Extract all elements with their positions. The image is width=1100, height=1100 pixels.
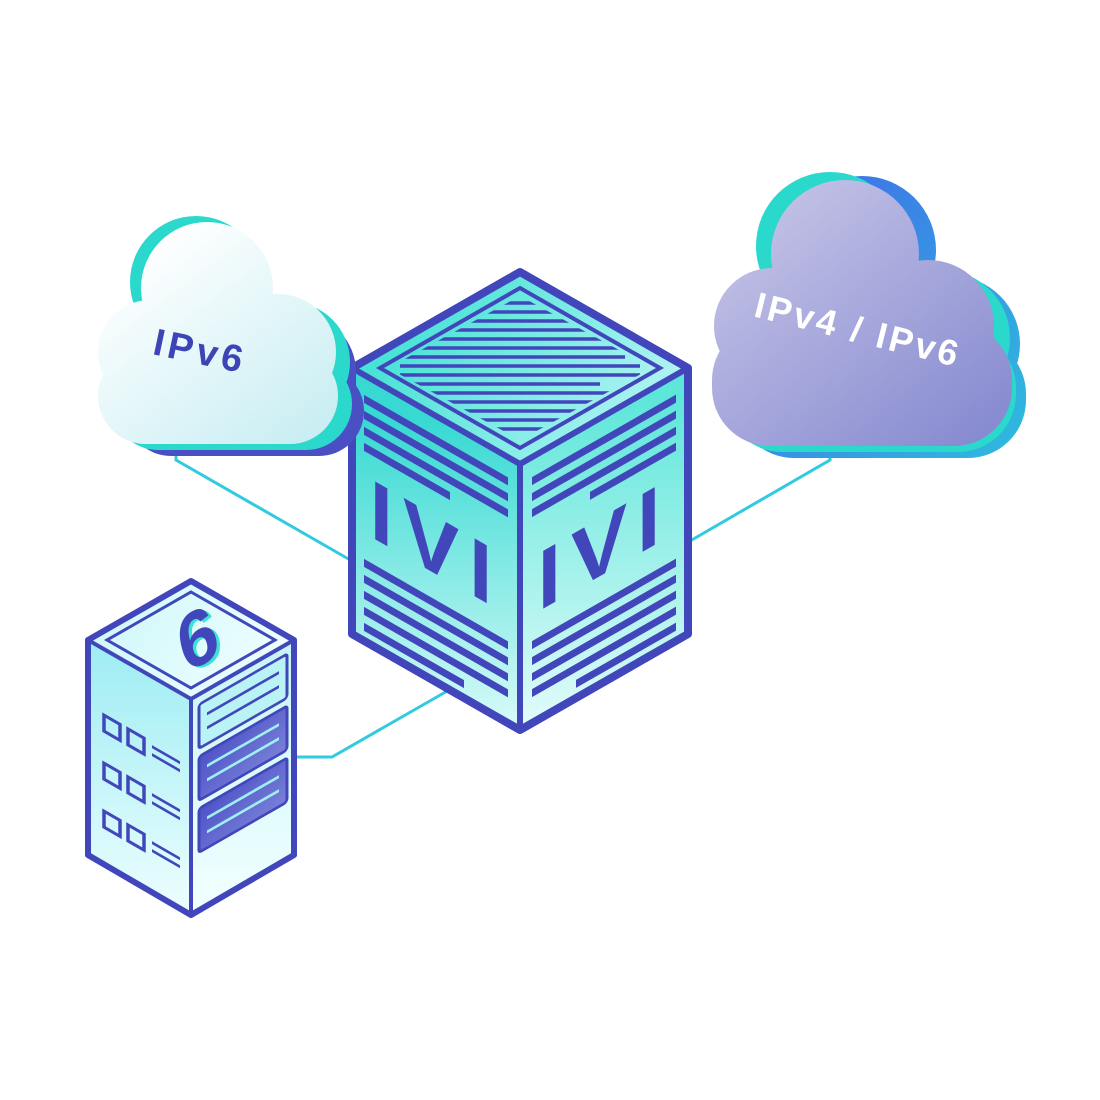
ivi-translator-box: IVI IVI [348, 268, 692, 734]
ipv4-ipv6-cloud: IPv4 / IPv6 [712, 172, 1026, 458]
box-left-face-stripes [364, 394, 508, 698]
server-inner-edges [87, 638, 295, 915]
server-right-face-panels [197, 653, 289, 853]
box-left-face [352, 368, 520, 730]
box-inner-edges [350, 365, 690, 730]
server-panel [197, 705, 289, 801]
server-bay-row [102, 712, 180, 773]
ipv6-cloud: IPv6 [98, 216, 364, 456]
server-bay-row [102, 808, 180, 869]
ipv4-ipv6-cloud-shape [712, 180, 1012, 446]
server-bay-row [102, 760, 180, 821]
server-left-face [88, 640, 191, 915]
connection-line-server [294, 688, 450, 759]
box-right-face [520, 368, 688, 730]
server-panel [197, 757, 289, 853]
box-top-inner-border [375, 285, 665, 451]
server-panel [197, 653, 289, 749]
ipv6-cloud-shape [98, 222, 338, 444]
server-top-inner-border [103, 590, 279, 690]
box-right-face-stripes [532, 394, 676, 698]
server-left-face-bays [102, 712, 180, 869]
ipv6-server: 6 6 [85, 578, 297, 918]
